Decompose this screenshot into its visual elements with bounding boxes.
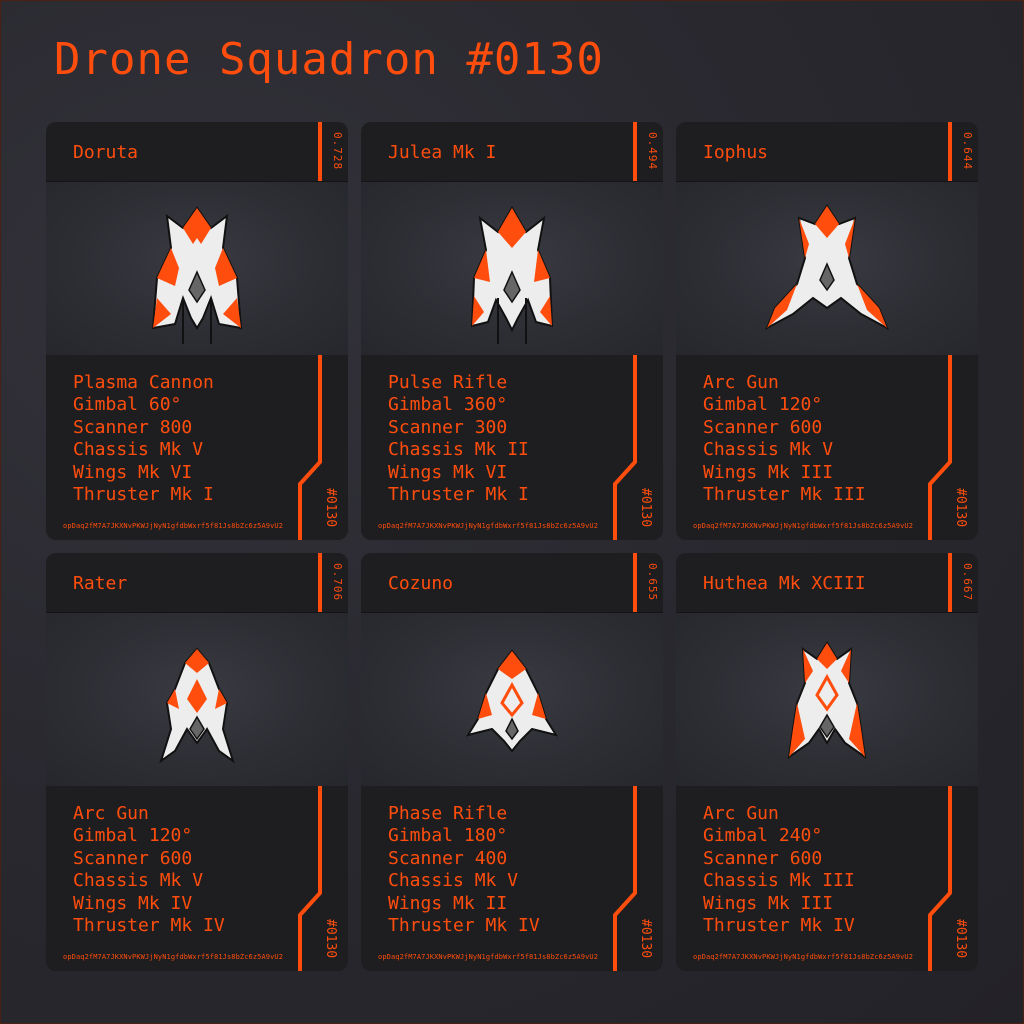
chassis-stat: Chassis Mk V [73,870,204,892]
thruster-stat: Thruster Mk IV [388,915,540,937]
drone-card[interactable]: Iophus 0.644 Arc Gun Gimbal 120° Scanner… [676,122,978,540]
thruster-stat: Thruster Mk IV [73,915,225,937]
gimbal-stat: Gimbal 120° [73,825,193,847]
weapon-stat: Phase Rifle [388,803,508,824]
wings-stat: Wings Mk VI [73,461,193,483]
weapon-stat: Pulse Rifle [388,372,508,393]
chassis-stat: Chassis Mk V [73,439,204,461]
drone-name: Iophus [703,142,769,163]
thruster-stat: Thruster Mk III [703,484,866,506]
gimbal-stat: Gimbal 120° [703,394,823,416]
drone-hash: opDaq2fM7A7JKXNvPKWJjNyN1gfdbWxrf5f81Js8… [378,953,599,961]
squadron-tag: #0130 [323,919,338,959]
drone-card[interactable]: Rater 0.706 Arc Gun Gimbal 120° Scanner … [46,553,348,971]
drone-stats-list: Arc Gun Gimbal 240° Scanner 600 Chassis … [703,803,855,937]
scanner-stat: Scanner 600 [703,416,823,438]
chassis-stat: Chassis Mk V [703,439,834,461]
drone-score: 0.644 [961,132,974,171]
drone-hash: opDaq2fM7A7JKXNvPKWJjNyN1gfdbWxrf5f81Js8… [63,522,284,530]
squadron-tag: #0130 [953,488,968,528]
drone-stats-list: Arc Gun Gimbal 120° Scanner 600 Chassis … [73,803,225,937]
scanner-stat: Scanner 800 [73,416,193,438]
drone-stats-list: Phase Rifle Gimbal 180° Scanner 400 Chas… [388,803,540,937]
gimbal-stat: Gimbal 180° [388,825,508,847]
drone-score: 0.706 [331,563,344,602]
weapon-stat: Arc Gun [703,803,779,824]
drone-name: Cozuno [388,573,454,594]
drone-card[interactable]: Julea Mk I 0.494 Pulse Rifle Gimbal 360°… [361,122,663,540]
squadron-tag: #0130 [953,919,968,959]
chassis-stat: Chassis Mk V [388,870,519,892]
scanner-stat: Scanner 600 [73,847,193,869]
thruster-stat: Thruster Mk IV [703,915,855,937]
drone-hash: opDaq2fM7A7JKXNvPKWJjNyN1gfdbWxrf5f81Js8… [378,522,599,530]
drone-hash: opDaq2fM7A7JKXNvPKWJjNyN1gfdbWxrf5f81Js8… [693,953,914,961]
drone-stats-list: Arc Gun Gimbal 120° Scanner 600 Chassis … [703,372,866,506]
page-title: Drone Squadron #0130 [54,34,604,85]
drone-card[interactable]: Cozuno 0.655 Phase Rifle Gimbal 180° Sca… [361,553,663,971]
scanner-stat: Scanner 600 [703,847,823,869]
chassis-stat: Chassis Mk II [388,439,529,461]
drone-card[interactable]: Huthea Mk XCIII 0.667 Arc Gun Gimbal 240… [676,553,978,971]
gimbal-stat: Gimbal 240° [703,825,823,847]
weapon-stat: Arc Gun [703,372,779,393]
drone-stats-list: Pulse Rifle Gimbal 360° Scanner 300 Chas… [388,372,529,506]
weapon-stat: Plasma Cannon [73,372,214,393]
squadron-tag: #0130 [638,919,653,959]
drone-ship-icon [765,204,889,331]
wings-stat: Wings Mk III [703,461,834,483]
drone-name: Julea Mk I [388,142,497,163]
drone-score: 0.494 [646,132,659,171]
gimbal-stat: Gimbal 360° [388,394,508,416]
drone-score: 0.667 [961,563,974,602]
drone-stats-list: Plasma Cannon Gimbal 60° Scanner 800 Cha… [73,372,214,506]
drone-artwork [46,613,348,786]
drone-ship-icon [470,206,554,344]
thruster-stat: Thruster Mk I [388,484,529,506]
squadron-tag: #0130 [323,488,338,528]
drone-artwork [46,182,348,355]
thruster-stat: Thruster Mk I [73,484,214,506]
drone-hash: opDaq2fM7A7JKXNvPKWJjNyN1gfdbWxrf5f81Js8… [693,522,914,530]
scanner-stat: Scanner 300 [388,416,508,438]
drone-score: 0.655 [646,563,659,602]
wings-stat: Wings Mk VI [388,461,508,483]
drone-score: 0.728 [331,132,344,171]
weapon-stat: Arc Gun [73,803,149,824]
drone-artwork [676,182,978,355]
drone-artwork [361,613,663,786]
wings-stat: Wings Mk II [388,892,508,914]
chassis-stat: Chassis Mk III [703,870,855,892]
drone-artwork [676,613,978,786]
gimbal-stat: Gimbal 60° [73,394,182,416]
drone-name: Rater [73,573,128,594]
drone-hash: opDaq2fM7A7JKXNvPKWJjNyN1gfdbWxrf5f81Js8… [63,953,284,961]
drone-ship-icon [787,641,867,760]
drone-ship-icon [465,649,559,753]
squadron-tag: #0130 [638,488,653,528]
drone-name: Huthea Mk XCIII [703,573,866,594]
drone-name: Doruta [73,142,139,163]
wings-stat: Wings Mk IV [73,892,193,914]
drone-ship-icon [159,647,235,764]
drone-card[interactable]: Doruta 0.728 Plasma Cannon Gimbal 60° Sc… [46,122,348,540]
scanner-stat: Scanner 400 [388,847,508,869]
drone-ship-icon [151,206,243,344]
drone-artwork [361,182,663,355]
wings-stat: Wings Mk III [703,892,834,914]
